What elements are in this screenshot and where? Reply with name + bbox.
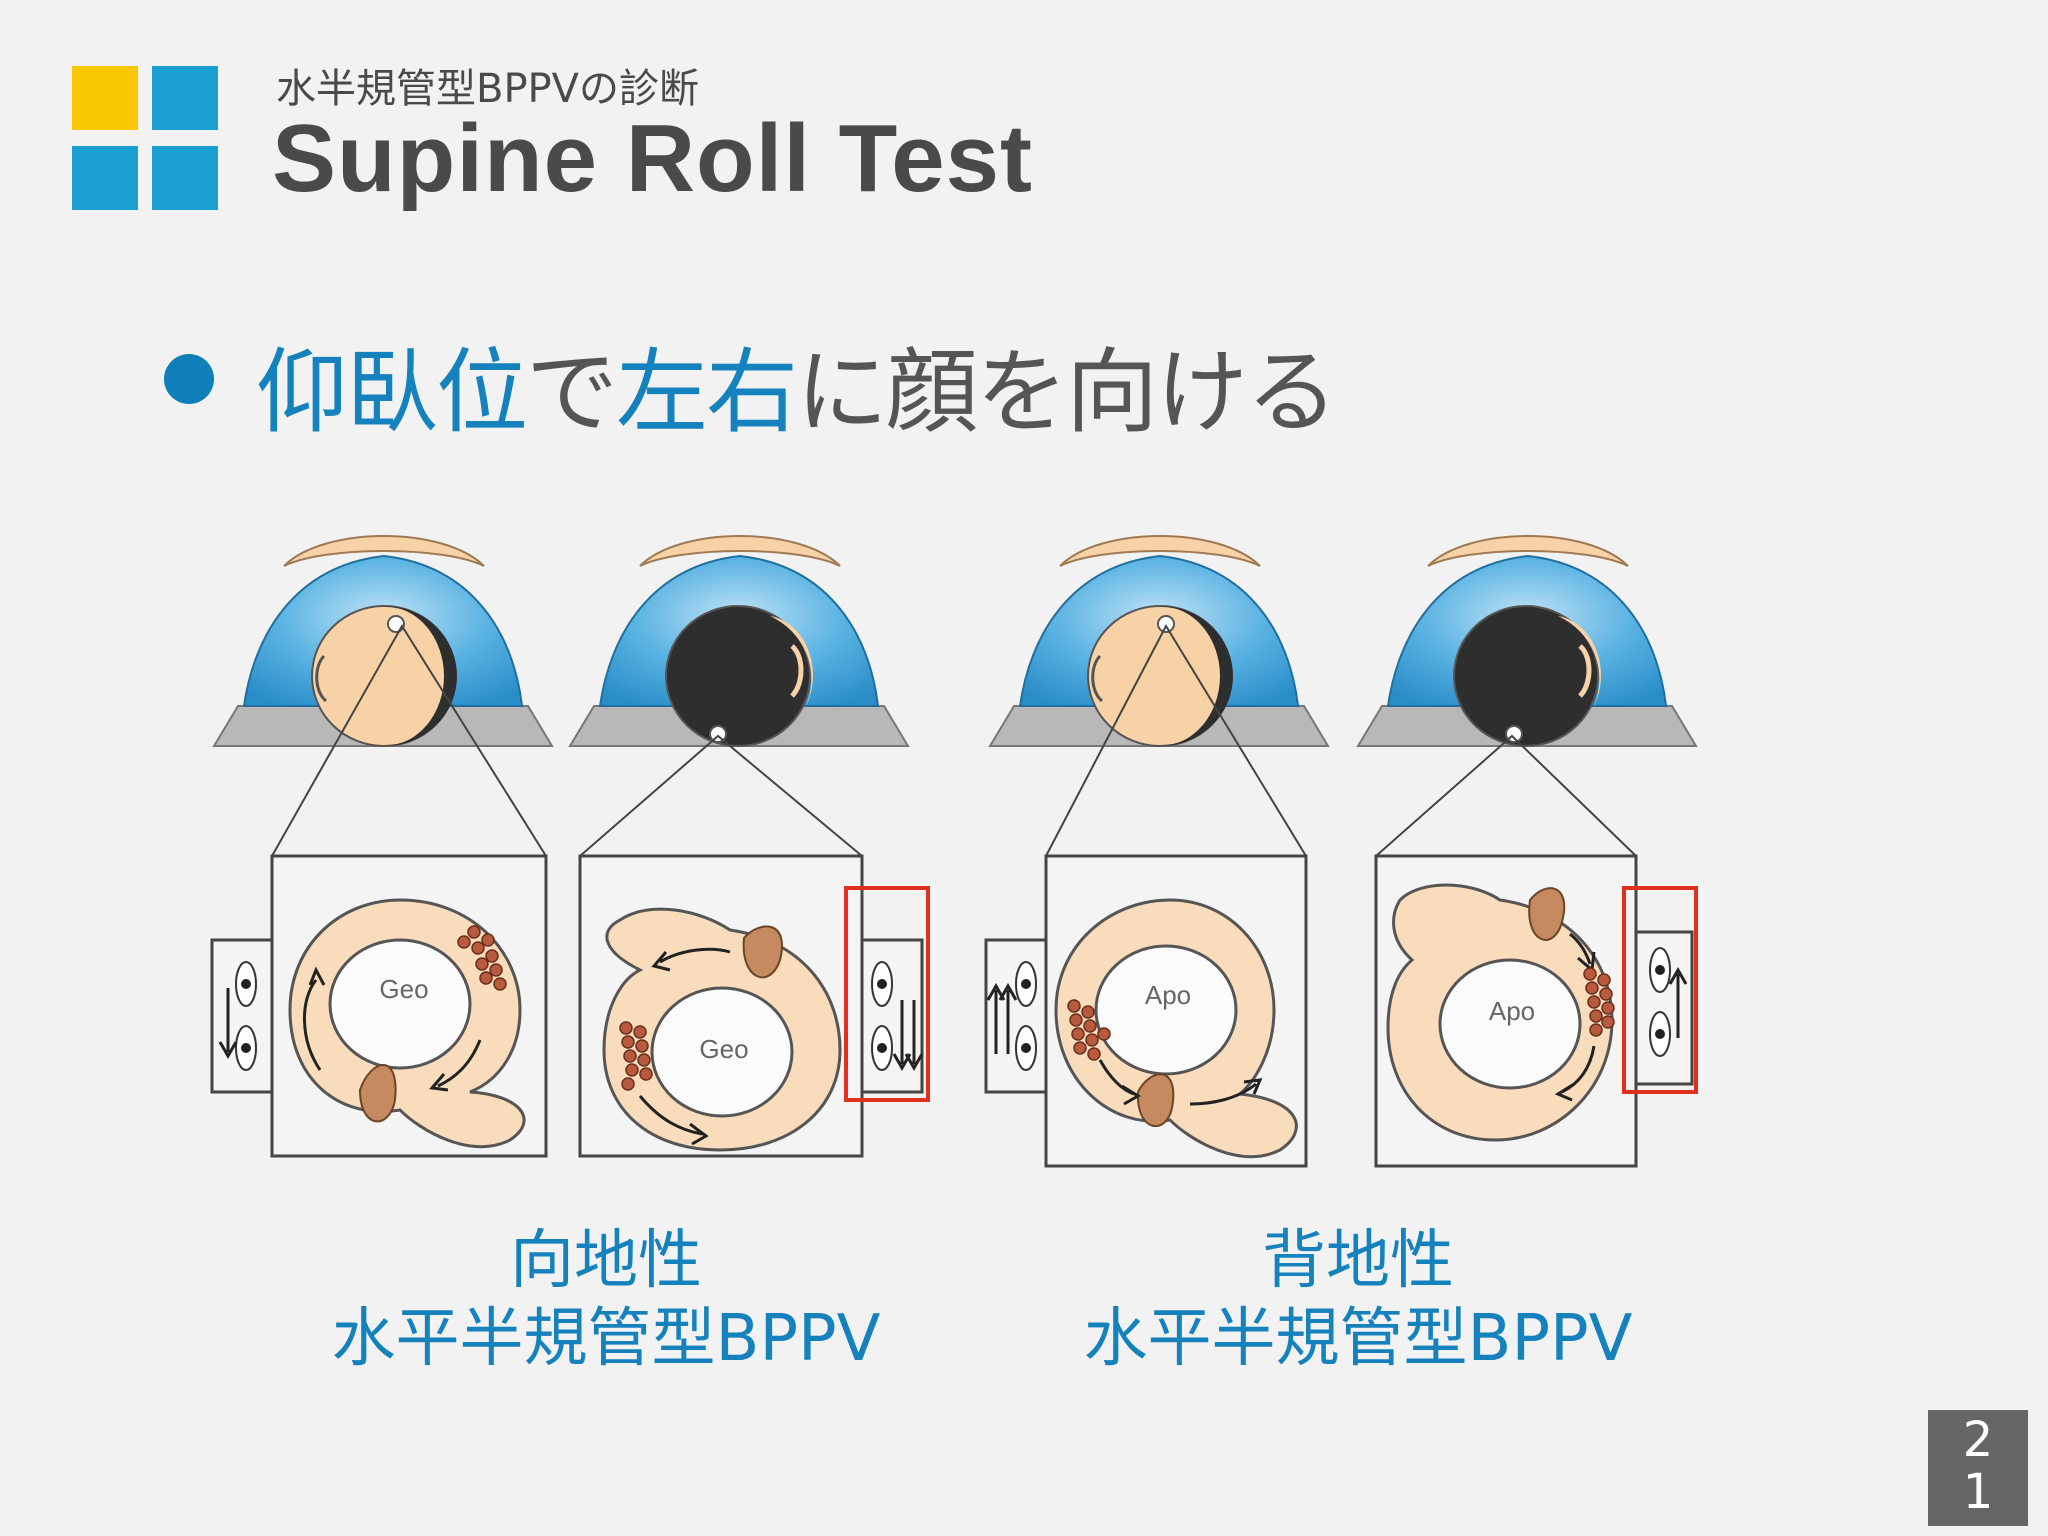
- patient-figure-3: [988, 535, 1330, 747]
- patient-figure-2: [568, 535, 910, 747]
- logo-square-blue-2: [72, 146, 138, 210]
- caption-geotropic-line1: 向地性: [510, 1224, 702, 1298]
- page-number-digit-1: 2: [1962, 1412, 1994, 1468]
- canal-label-apo-2: Apo: [1489, 996, 1535, 1026]
- page-subtitle: 水半規管型BPPVの診断: [276, 66, 700, 112]
- canal-label-apo-1: Apo: [1145, 980, 1191, 1010]
- patient-figure-4: [1356, 535, 1698, 747]
- page-title: Supine Roll Test: [272, 105, 1033, 212]
- canal-panel-4: Apo: [1374, 854, 1698, 1168]
- caption-apogeotropic-line1: 背地性: [1262, 1224, 1454, 1298]
- canal-panel-3: Apo: [984, 854, 1308, 1168]
- bullet-text-de: で: [526, 339, 618, 446]
- page-number: 2 1: [1928, 1410, 2028, 1526]
- logo-square-blue-1: [152, 66, 218, 130]
- canal-panel-2: Geo: [578, 854, 930, 1158]
- canal-label-geo-2: Geo: [699, 1034, 748, 1064]
- caption-apogeotropic-line2: 水平半規管型BPPV: [1083, 1302, 1633, 1376]
- bullet-text: 仰臥位で左右に顔を向ける: [256, 318, 1338, 451]
- bullet-dot: [164, 354, 214, 404]
- caption-geotropic-line2: 水平半規管型BPPV: [331, 1302, 881, 1376]
- bullet-text-supine: 仰臥位: [256, 339, 528, 446]
- logo-square-yellow: [72, 66, 138, 130]
- canal-label-geo-1: Geo: [379, 974, 428, 1004]
- logo: [72, 66, 218, 210]
- logo-square-blue-3: [152, 146, 218, 210]
- zoom-lines: [271, 623, 1637, 857]
- bullet-text-left-right: 左右: [616, 339, 798, 446]
- patient-figure-1: [212, 535, 554, 747]
- canal-panel-1: Geo: [210, 854, 548, 1158]
- bullet-text-turn-face: に顔を向ける: [796, 339, 1338, 446]
- caption-geotropic: 向地性 水平半規管型BPPV: [300, 1222, 912, 1378]
- supine-roll-diagram: Geo Geo: [210, 535, 1698, 1168]
- page-number-digit-2: 1: [1962, 1464, 1994, 1520]
- caption-apogeotropic: 背地性 水平半規管型BPPV: [1052, 1222, 1664, 1378]
